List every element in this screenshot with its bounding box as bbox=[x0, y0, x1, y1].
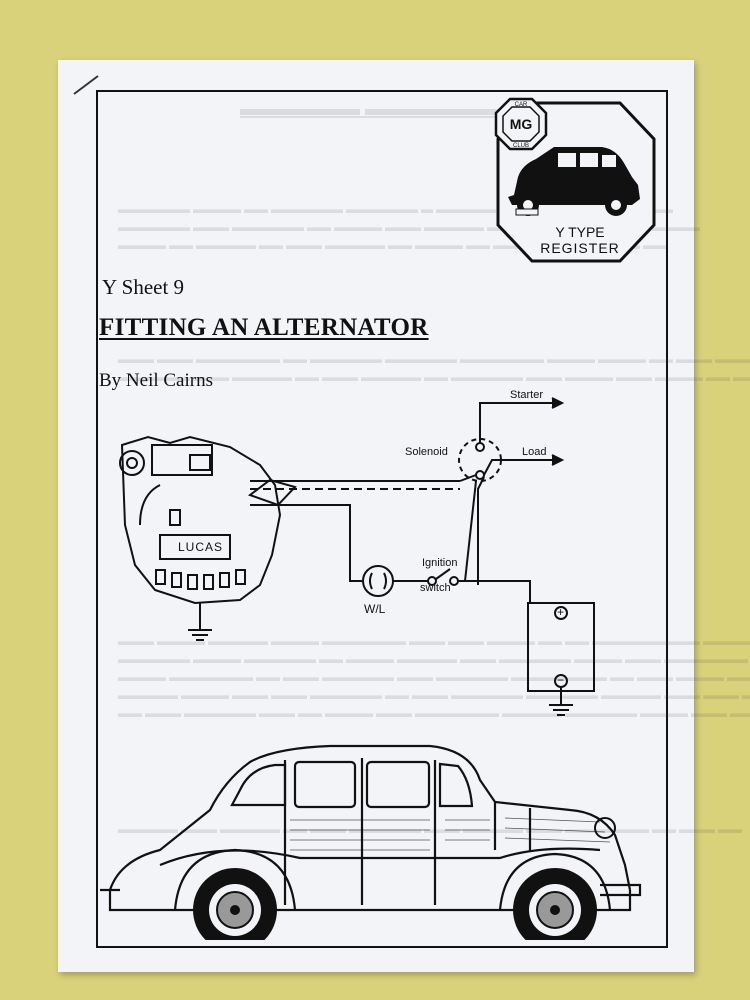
front-wheel-icon bbox=[193, 868, 277, 940]
page-border bbox=[96, 90, 668, 948]
ignition-switch-icon bbox=[427, 576, 437, 586]
sheet-label: Y Sheet 9 bbox=[102, 275, 185, 299]
alternator-brand-label: LUCAS bbox=[178, 540, 224, 554]
y-type-register-logo: CAR MG CLUB Y TYPE REGISTER bbox=[494, 97, 656, 263]
headlight-icon bbox=[594, 817, 616, 839]
logo-line2: REGISTER bbox=[540, 240, 620, 256]
battery-positive-label: + bbox=[557, 605, 565, 619]
badge-top-text: CAR bbox=[515, 102, 528, 108]
page-title: FITTING AN ALTERNATOR bbox=[99, 314, 429, 341]
author-byline: By Neil Cairns bbox=[99, 370, 213, 391]
load-label: Load bbox=[522, 446, 547, 458]
rear-wheel-icon bbox=[513, 868, 597, 940]
wiring-diagram bbox=[119, 397, 595, 716]
car-illustration bbox=[100, 744, 642, 940]
warning-light-icon bbox=[362, 565, 394, 597]
solenoid-label: Solenoid bbox=[405, 446, 448, 458]
battery-negative-label: − bbox=[557, 673, 565, 687]
badge-center-text: MG bbox=[510, 116, 533, 132]
logo-line1: Y TYPE bbox=[555, 224, 604, 240]
logo-car-icon bbox=[508, 147, 640, 216]
starter-label: Starter bbox=[510, 389, 544, 401]
alternator-icon bbox=[119, 435, 297, 605]
badge-bottom-text: CLUB bbox=[513, 143, 529, 149]
warning-light-label: W/L bbox=[364, 602, 386, 616]
switch-label: switch bbox=[420, 582, 451, 594]
pencil-mark bbox=[73, 75, 99, 95]
ignition-label: Ignition bbox=[422, 557, 458, 569]
